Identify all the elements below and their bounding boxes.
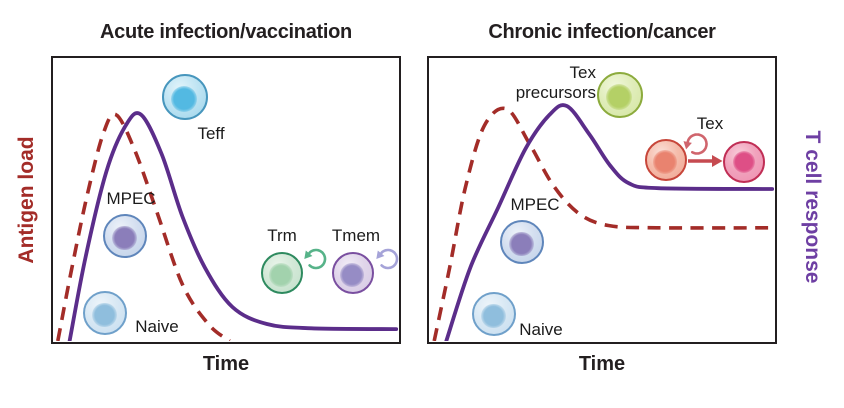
teff-label: Teff [197, 124, 225, 143]
cell-nucleus [480, 303, 506, 329]
cell-nucleus [340, 263, 364, 287]
tex-precursor-cell [597, 72, 643, 118]
t-cell-response-curve [444, 103, 774, 341]
tex-label: Tex [696, 114, 724, 133]
chronic-time-label: Time [578, 353, 626, 375]
cell-nucleus [508, 231, 534, 257]
mpec-label: MPEC [106, 189, 156, 208]
tex-cell [645, 139, 687, 181]
cell-nucleus [653, 150, 677, 174]
tex-precursors-label: Tex precursors [515, 63, 596, 102]
naive-label: Naive [519, 320, 563, 339]
cell-nucleus [269, 263, 293, 287]
naive-cell [472, 292, 516, 336]
chronic-panel-title: Chronic infection/cancer [488, 21, 716, 43]
acute-curves [56, 111, 398, 341]
cell-nucleus [606, 84, 633, 111]
t-cell-response-axis-label: T cell response [801, 130, 824, 284]
naive-cell [83, 291, 127, 335]
chronic-curves [432, 103, 774, 341]
tmem-cell [332, 252, 374, 294]
antigen-load-curve [432, 106, 773, 341]
trm-cell [261, 252, 303, 294]
t-cell-response-curve [67, 111, 398, 341]
tex-terminal-cell [723, 141, 765, 183]
mpec-label: MPEC [510, 195, 560, 214]
cell-nucleus [171, 86, 198, 113]
acute-panel-title: Acute infection/vaccination [100, 21, 352, 43]
teff-cell [162, 74, 208, 120]
mpec-cell [500, 220, 544, 264]
mpec-cell [103, 214, 147, 258]
tmem-label: Tmem [331, 226, 381, 245]
antigen-load-curve [56, 112, 231, 341]
trm-label: Trm [267, 226, 297, 245]
acute-time-label: Time [202, 353, 250, 375]
antigen-load-axis-label: Antigen load [15, 136, 38, 264]
naive-label: Naive [135, 317, 179, 336]
cell-nucleus [91, 302, 117, 328]
cell-nucleus [111, 225, 137, 251]
cell-nucleus [733, 151, 756, 174]
